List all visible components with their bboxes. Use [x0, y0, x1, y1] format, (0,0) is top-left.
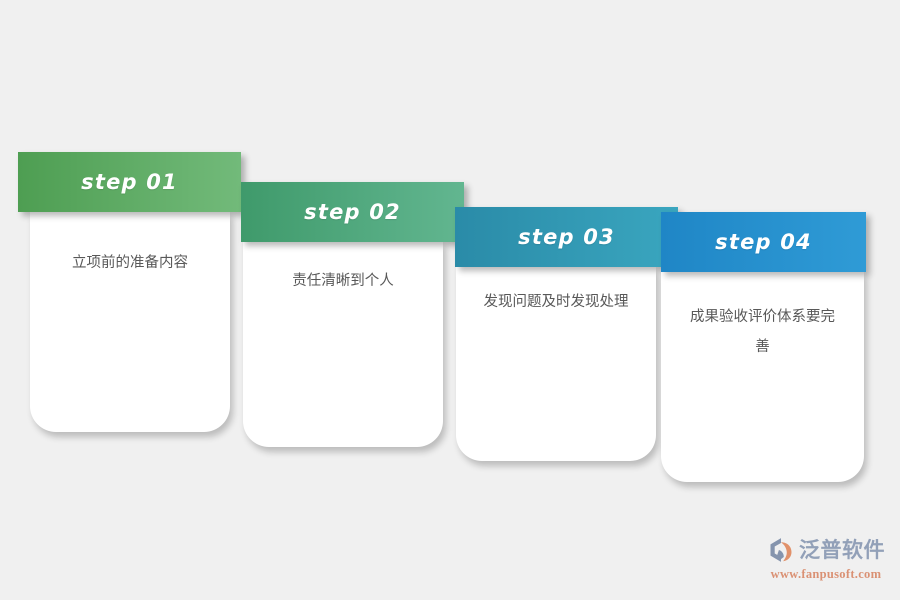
step-label-1: step 01 [81, 170, 178, 194]
step-banner-2[interactable]: step 02 [241, 182, 464, 242]
watermark-brand: 泛普软件 [799, 538, 885, 562]
step-card-body-3: 发现问题及时发现处理 [456, 267, 656, 461]
step-card-body-4: 成果验收评价体系要完善 [661, 272, 864, 482]
step-description-2: 责任清晰到个人 [292, 273, 394, 289]
step-description-4: 成果验收评价体系要完善 [690, 309, 835, 355]
step-card-body-1: 立项前的准备内容 [30, 212, 230, 432]
watermark-url: www.fanpusoft.com [770, 567, 882, 581]
step-label-4: step 04 [715, 230, 812, 254]
step-label-3: step 03 [518, 225, 615, 249]
step-banner-4[interactable]: step 04 [661, 212, 866, 272]
step-banner-3[interactable]: step 03 [455, 207, 678, 267]
fanpu-logo-icon [770, 538, 792, 562]
step-banner-1[interactable]: step 01 [18, 152, 241, 212]
watermark: 泛普软件 www.fanpusoft.com [760, 533, 892, 585]
step-card-body-2: 责任清晰到个人 [243, 242, 443, 447]
step-label-2: step 02 [304, 200, 401, 224]
step-description-3: 发现问题及时发现处理 [483, 294, 629, 310]
watermark-brand-row: 泛普软件 [767, 536, 885, 564]
step-description-1: 立项前的准备内容 [72, 255, 188, 271]
